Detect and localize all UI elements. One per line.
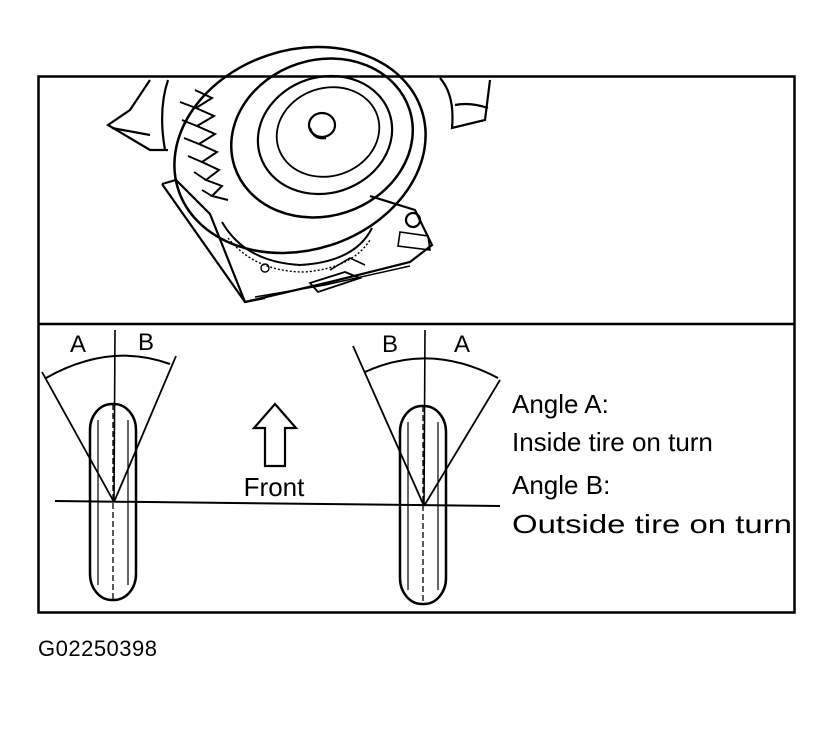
front-arrow-icon <box>251 402 299 468</box>
left-angle-arc <box>45 354 171 379</box>
right-label-a: A <box>454 331 470 358</box>
right-angle-a-ray <box>423 379 501 507</box>
angle-a-description: Inside tire on turn <box>512 427 713 457</box>
axle-reference-line <box>54 500 501 507</box>
right-wheel <box>398 404 448 606</box>
right-label-b: B <box>382 331 398 358</box>
right-angle-b-ray <box>352 345 425 507</box>
left-angle-b-ray <box>113 355 177 503</box>
right-angle-arc <box>364 357 499 379</box>
angle-b-description: Outside tire on turn <box>512 509 792 539</box>
angle-a-title: Angle A: <box>512 389 609 419</box>
left-label-b: B <box>138 329 154 356</box>
schematic: A B B A Front Angle A: Inside tire on tu… <box>41 329 792 606</box>
diagram-frame <box>37 75 796 614</box>
front-label: Front <box>244 472 305 502</box>
turntable-illustration <box>105 45 492 304</box>
right-center-line <box>423 329 426 507</box>
angle-b-title: Angle B: <box>512 470 610 500</box>
left-label-a: A <box>70 331 86 358</box>
left-center-line <box>113 329 116 503</box>
left-wheel <box>88 402 138 602</box>
left-angle-a-ray <box>41 371 115 503</box>
figure-id: G02250398 <box>38 636 158 661</box>
